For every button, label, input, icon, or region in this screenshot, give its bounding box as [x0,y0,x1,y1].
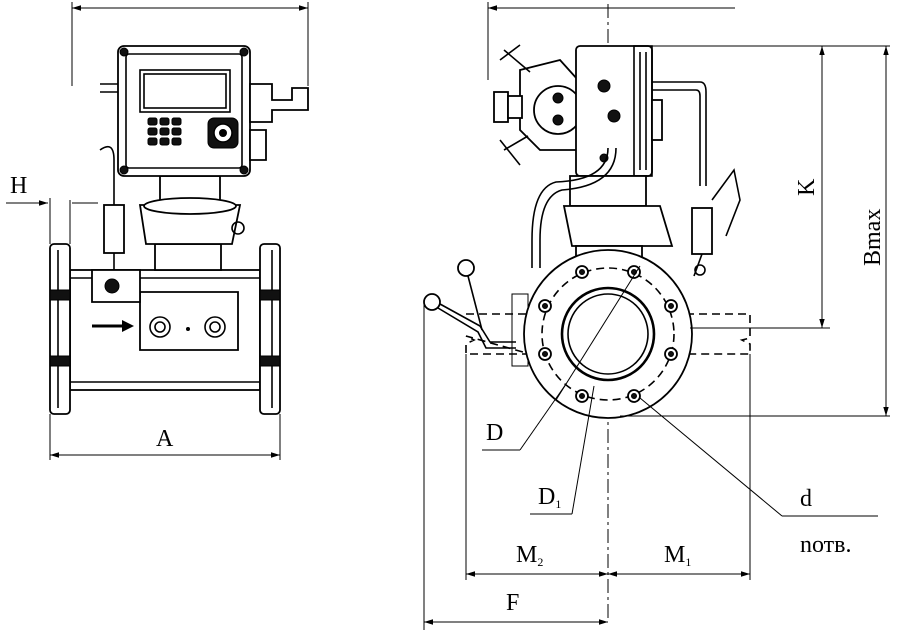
right-flange [259,243,281,415]
side-electronic-module [575,45,707,186]
leader-D1: D1 [530,385,595,515]
neck [138,175,245,271]
label-M1-sub: 1 [685,555,691,569]
label-K: K [794,178,820,196]
leader-d-holes: d nотв. [639,397,878,558]
dimension-A: A [49,414,281,460]
leader-D: D [482,383,567,451]
pressure-connector [91,145,141,303]
label-M2-sub: 2 [537,555,543,569]
dimension-M: M2 M1 [465,354,751,580]
lever-handle [423,259,516,349]
electronic-module [100,45,309,177]
label-M1: M1 [664,542,691,569]
dimension-Bmax: Bmax [620,46,890,417]
label-D1-main: D [538,484,555,510]
dimension-K: K [652,45,890,329]
flange-face [523,249,693,419]
label-M1-main: M [664,542,685,568]
label-Bmax: Bmax [860,209,886,266]
front-view: H A [6,2,309,460]
dimension-F: F [423,302,608,630]
label-n-holes: nотв. [800,532,852,558]
dimension-H: H [6,173,98,244]
label-M2: M2 [516,542,543,569]
side-view: K Bmax D D1 d nотв. [423,2,890,630]
flow-arrow [92,320,134,332]
cable-2 [531,147,609,268]
label-d: d [800,486,812,512]
side-neck [562,175,674,261]
label-D: D [486,420,503,446]
bolt-holes [538,265,678,403]
sensor-block [139,291,239,351]
label-F: F [506,590,519,616]
label-A: A [156,426,174,452]
cable-1 [539,147,617,268]
valve-manifold [493,44,583,166]
label-H: H [10,173,27,199]
label-D1: D1 [538,484,561,511]
label-D1-sub: 1 [555,497,561,511]
side-transmitter [691,168,741,277]
label-M2-main: M [516,542,537,568]
left-flange [49,243,71,415]
keypad [147,117,182,146]
